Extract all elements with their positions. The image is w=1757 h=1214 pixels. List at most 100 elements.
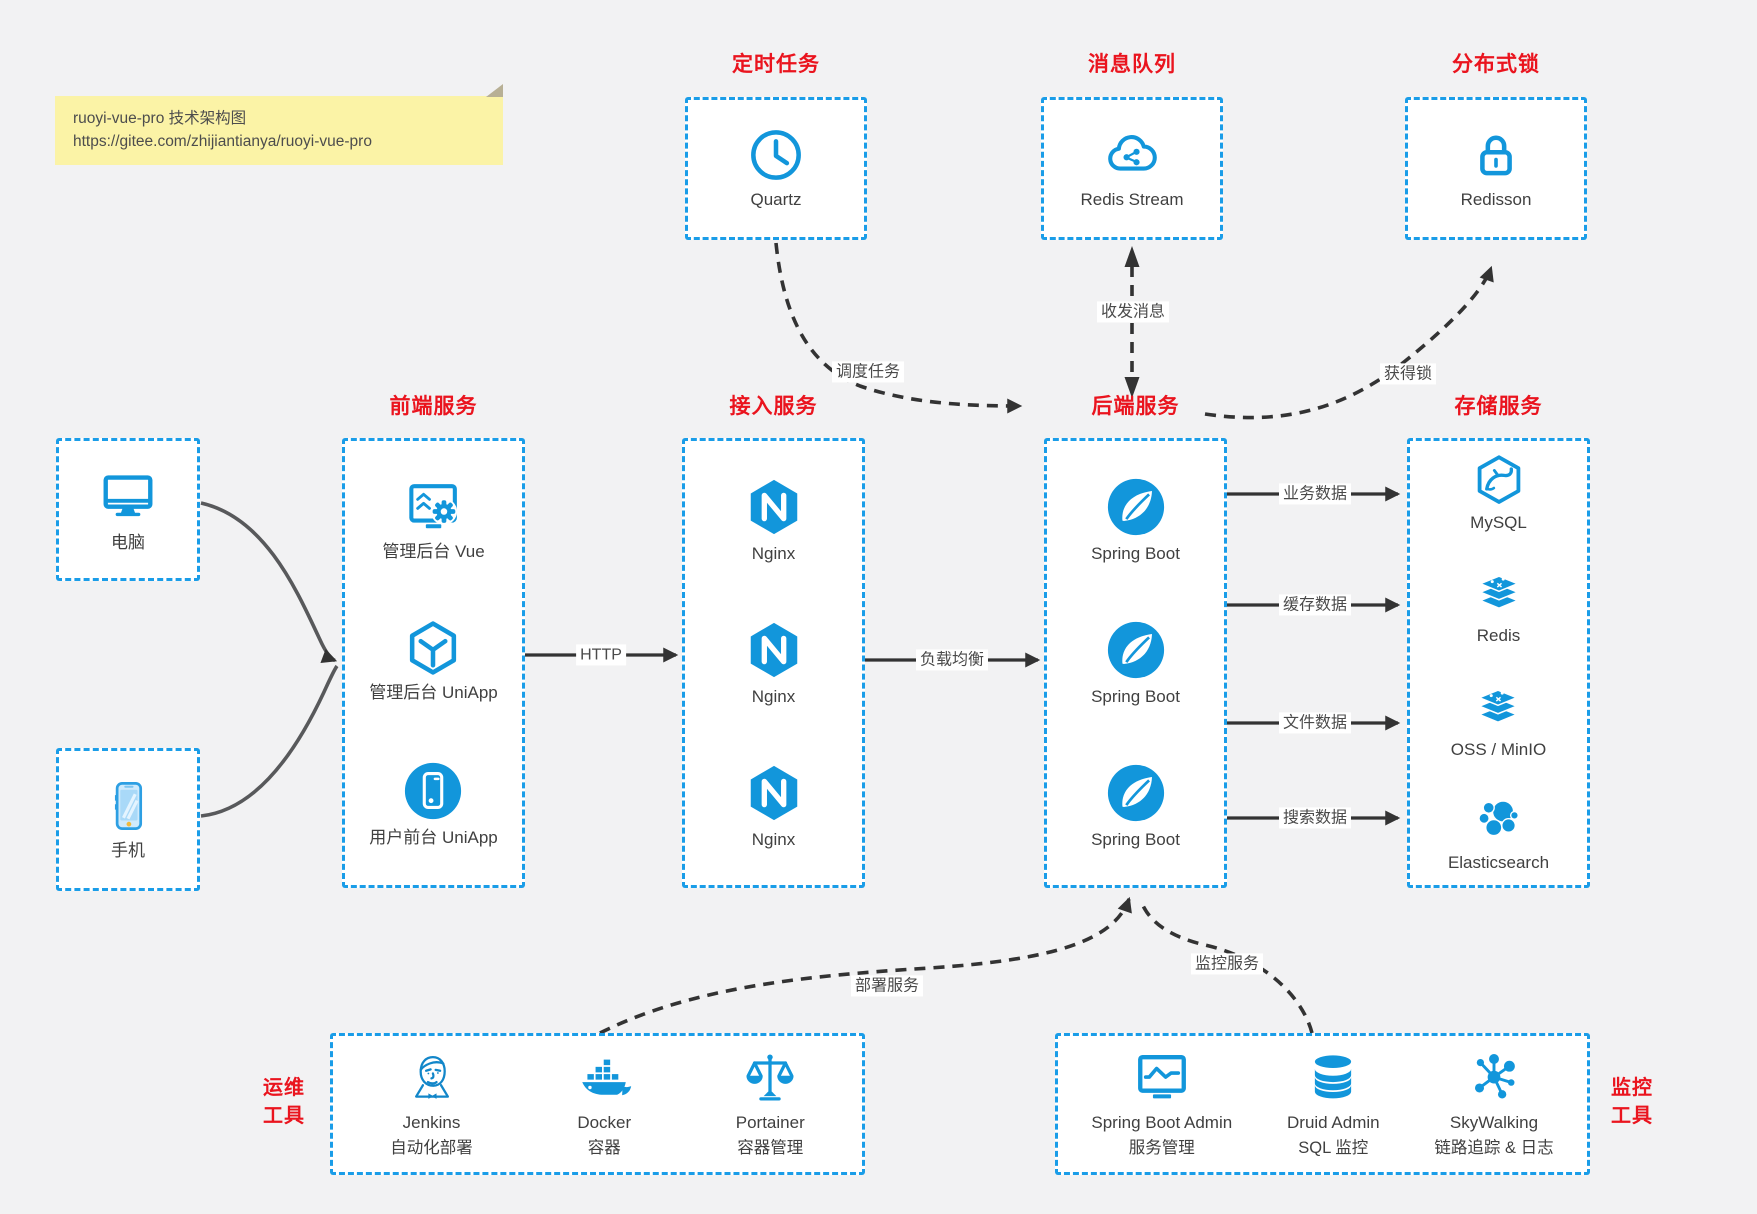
node-sublabel: 容器管理 <box>737 1139 804 1158</box>
node-spring-boot-admin: Spring Boot Admin 服务管理 <box>1091 1049 1232 1159</box>
node-label: Docker <box>577 1113 632 1133</box>
edge-label-http: HTTP <box>576 644 626 666</box>
node-label: 管理后台 Vue <box>382 541 485 561</box>
box-backend-services: Spring Boot Spring Boot Spring Boot <box>1044 438 1227 888</box>
edge-acquire-lock <box>1204 265 1494 420</box>
box-frontend-services: 管理后台 Vue 管理后台 UniApp 用户前台 UniApp <box>342 438 525 888</box>
node-label: 用户前台 UniApp <box>369 828 498 848</box>
docker-icon <box>575 1049 633 1107</box>
spring-boot-icon <box>1105 762 1167 824</box>
edge-label-deploy-service: 部署服务 <box>850 975 924 997</box>
label-ops-tools: 运维 工具 <box>252 1074 316 1130</box>
desktop-computer-icon <box>97 465 159 527</box>
node-label: Jenkins <box>402 1113 461 1133</box>
title-frontend-services: 前端服务 <box>389 395 478 418</box>
node-label: Spring Boot <box>1091 686 1180 706</box>
edge-schedule-task <box>774 242 1023 414</box>
msg-arrowhead-down <box>1124 377 1140 398</box>
nginx-icon <box>743 762 805 824</box>
nginx-icon <box>743 476 805 538</box>
node-label: Nginx <box>751 544 796 564</box>
node-quartz: Quartz <box>747 126 805 210</box>
clock-icon <box>747 126 805 184</box>
node-label: MySQL <box>1470 513 1527 532</box>
node-druid-admin: Druid Admin SQL 监控 <box>1287 1049 1380 1159</box>
admin-dashboard-icon <box>405 478 463 536</box>
mobile-app-circle-icon <box>402 760 464 822</box>
node-sublabel: 容器 <box>587 1139 621 1158</box>
spring-boot-icon <box>1105 619 1167 681</box>
node-skywalking: SkyWalking 链路追踪 & 日志 <box>1434 1049 1554 1159</box>
edge-label-acquire-lock: 获得锁 <box>1379 363 1437 385</box>
node-spring-boot-1: Spring Boot <box>1091 476 1180 564</box>
box-monitoring-tools: Spring Boot Admin 服务管理 Druid Admin SQL 监… <box>1055 1033 1590 1175</box>
node-label: Redis Stream <box>1080 190 1184 210</box>
skywalking-icon <box>1465 1049 1523 1107</box>
node-label: Spring Boot <box>1091 829 1180 849</box>
box-distributed-lock: Redisson <box>1405 97 1587 240</box>
node-label: Spring Boot <box>1091 544 1180 564</box>
node-label: Druid Admin <box>1287 1113 1380 1133</box>
redis-stream-cloud-icon <box>1103 126 1161 184</box>
node-phone: 手机 <box>99 777 157 861</box>
edge-label-cache-data: 缓存数据 <box>1278 594 1352 616</box>
node-docker: Docker 容器 <box>575 1049 633 1159</box>
node-label: 手机 <box>111 841 145 861</box>
node-computer: 电脑 <box>97 465 159 553</box>
druid-database-icon <box>1304 1049 1362 1107</box>
node-label: Nginx <box>751 686 796 706</box>
oss-minio-stack-icon <box>1471 680 1525 734</box>
label-ops-line2: 工具 <box>263 1105 305 1127</box>
node-spring-boot-3: Spring Boot <box>1091 762 1180 850</box>
node-portainer: Portainer 容器管理 <box>736 1049 805 1159</box>
node-label: OSS / MinIO <box>1450 739 1547 759</box>
box-storage-services: MySQL Redis OSS / MinIO Elasticsearch <box>1407 438 1590 888</box>
box-scheduled-task: Quartz <box>685 97 867 240</box>
label-monitoring-tools: 监控 工具 <box>1600 1074 1664 1130</box>
padlock-icon <box>1467 126 1525 184</box>
edge-label-search-data: 搜索数据 <box>1278 807 1352 829</box>
title-distributed-lock: 分布式锁 <box>1452 53 1540 76</box>
node-label: Nginx <box>751 829 796 849</box>
node-label: Elasticsearch <box>1447 852 1550 872</box>
node-user-uniapp: 用户前台 UniApp <box>369 760 498 848</box>
title-backend-services: 后端服务 <box>1091 395 1180 418</box>
edge-computer-to-frontend <box>200 501 338 664</box>
edge-phone-to-frontend <box>200 664 339 818</box>
portainer-scales-icon <box>741 1049 799 1107</box>
edge-label-file-data: 文件数据 <box>1278 712 1352 734</box>
edge-deploy-service <box>599 896 1132 1035</box>
title-gateway-services: 接入服务 <box>729 395 818 418</box>
node-nginx-1: Nginx <box>743 476 805 564</box>
label-monitoring-line2: 工具 <box>1611 1105 1653 1127</box>
box-client-computer: 电脑 <box>56 438 200 581</box>
sticky-note: ruoyi-vue-pro 技术架构图 https://gitee.com/zh… <box>55 84 503 165</box>
node-sublabel: 自动化部署 <box>390 1139 473 1158</box>
label-monitoring-line1: 监控 <box>1611 1077 1653 1099</box>
node-jenkins: Jenkins 自动化部署 <box>390 1049 473 1159</box>
uniapp-cube-icon <box>404 619 462 677</box>
elasticsearch-icon <box>1471 793 1525 847</box>
note-url: https://gitee.com/zhijiantianya/ruoyi-vu… <box>73 133 372 151</box>
mysql-icon <box>1472 453 1526 507</box>
note-fold-corner <box>486 84 503 97</box>
node-admin-vue: 管理后台 Vue <box>382 478 485 562</box>
edge-label-load-balance: 负载均衡 <box>915 649 989 671</box>
node-label: Spring Boot Admin <box>1091 1113 1233 1133</box>
title-scheduled-task: 定时任务 <box>732 53 820 76</box>
node-sublabel: SQL 监控 <box>1298 1139 1369 1158</box>
edge-monitor-service <box>1139 900 1314 1034</box>
node-nginx-3: Nginx <box>743 762 805 850</box>
node-sublabel: 链路追踪 & 日志 <box>1434 1139 1554 1158</box>
spring-boot-icon <box>1105 476 1167 538</box>
node-mysql: MySQL <box>1470 453 1527 533</box>
node-redisson: Redisson <box>1461 126 1531 210</box>
title-message-queue: 消息队列 <box>1088 53 1176 76</box>
node-nginx-2: Nginx <box>743 619 805 707</box>
smartphone-icon <box>99 777 157 835</box>
edge-label-business-data: 业务数据 <box>1278 483 1352 505</box>
edge-label-monitor-service: 监控服务 <box>1190 953 1264 975</box>
node-label: Quartz <box>750 190 802 210</box>
msg-arrowhead-up <box>1124 246 1140 267</box>
node-label: Redis <box>1476 626 1521 646</box>
